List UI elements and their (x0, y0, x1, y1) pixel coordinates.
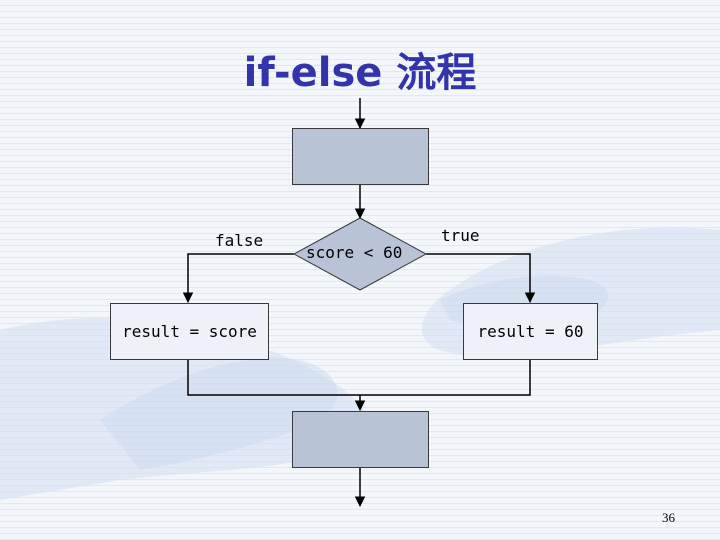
page-number: 36 (662, 510, 675, 525)
false-branch-line (182, 253, 294, 304)
false-action-box: result = score (110, 303, 269, 360)
true-branch-label: true (441, 226, 480, 245)
decision-diamond (292, 217, 428, 291)
true-action-box: result = 60 (463, 303, 598, 360)
slide-title: if-else 流程 (243, 50, 477, 96)
process-box-top (292, 128, 429, 185)
false-merge-line (187, 360, 360, 396)
true-merge-line (360, 360, 531, 396)
false-branch-label: false (215, 231, 264, 250)
true-branch-line (426, 253, 536, 304)
decision-condition: score < 60 (306, 243, 403, 262)
process-box-bottom (292, 411, 429, 468)
